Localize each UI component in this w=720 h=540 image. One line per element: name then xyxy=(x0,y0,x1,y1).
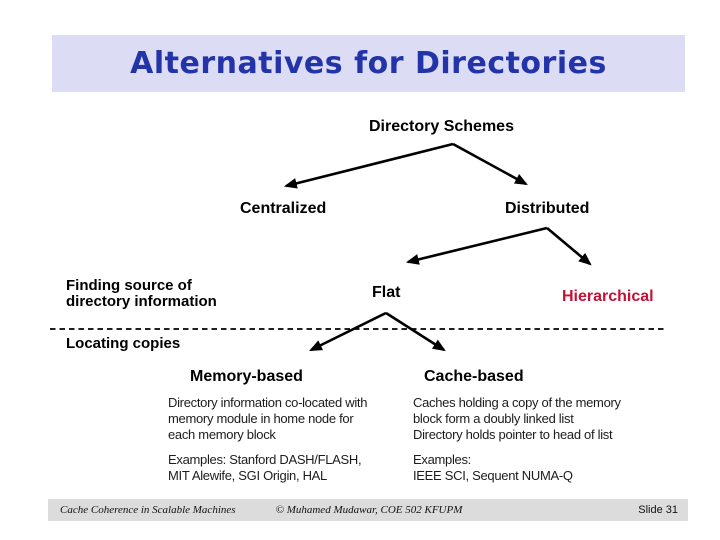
node-hierarchical: Hierarchical xyxy=(562,288,654,305)
cache-examples-line1: Examples: xyxy=(413,452,471,467)
node-flat: Flat xyxy=(372,284,401,301)
arrow-flat-to-memory-based xyxy=(309,311,387,352)
cache-desc-line3: Directory holds pointer to head of list xyxy=(413,427,613,442)
arrow-distributed-to-flat xyxy=(405,226,548,265)
slide-title: Alternatives for Directories xyxy=(130,46,607,81)
cache-examples-line2: IEEE SCI, Sequent NUMA-Q xyxy=(413,468,573,483)
row-label-finding-source: Finding source of directory information xyxy=(66,278,217,310)
cache-desc-line2: block form a doubly linked list xyxy=(413,411,574,426)
arrow-root-to-distributed xyxy=(452,142,528,186)
cache-based-examples: Examples: IEEE SCI, Sequent NUMA-Q xyxy=(413,452,573,484)
node-directory-schemes: Directory Schemes xyxy=(369,118,514,135)
cache-desc-line1: Caches holding a copy of the memory xyxy=(413,395,621,410)
arrow-flat-to-cache-based xyxy=(385,311,446,352)
footer-course-title: Cache Coherence in Scalable Machines xyxy=(60,504,236,516)
footer-author-credit: © Muhamed Mudawar, COE 502 KFUPM xyxy=(275,504,463,516)
memory-desc-line1: Directory information co-located with xyxy=(168,395,368,410)
memory-based-description: Directory information co-located with me… xyxy=(168,395,367,443)
finding-source-line2: directory information xyxy=(66,293,217,310)
footer-slide-number: Slide 31 xyxy=(638,504,678,516)
node-memory-based: Memory-based xyxy=(190,368,303,385)
node-cache-based: Cache-based xyxy=(424,368,524,385)
memory-based-examples: Examples: Stanford DASH/FLASH, MIT Alewi… xyxy=(168,452,362,484)
memory-examples-line2: MIT Alewife, SGI Origin, HAL xyxy=(168,468,327,483)
node-distributed: Distributed xyxy=(505,200,590,217)
title-band: Alternatives for Directories xyxy=(52,35,685,92)
memory-examples-line1: Examples: Stanford DASH/FLASH, xyxy=(168,452,362,467)
row-label-locating-copies: Locating copies xyxy=(66,335,181,352)
memory-desc-line2: memory module in home node for xyxy=(168,411,354,426)
cache-based-description: Caches holding a copy of the memory bloc… xyxy=(413,395,621,443)
node-centralized: Centralized xyxy=(240,200,327,217)
finding-source-line1: Finding source of xyxy=(66,277,192,294)
footer-bar: Cache Coherence in Scalable Machines © M… xyxy=(48,499,688,521)
memory-desc-line3: each memory block xyxy=(168,427,276,442)
arrow-distributed-to-hierarchical xyxy=(546,227,592,266)
arrow-root-to-centralized xyxy=(283,142,454,189)
